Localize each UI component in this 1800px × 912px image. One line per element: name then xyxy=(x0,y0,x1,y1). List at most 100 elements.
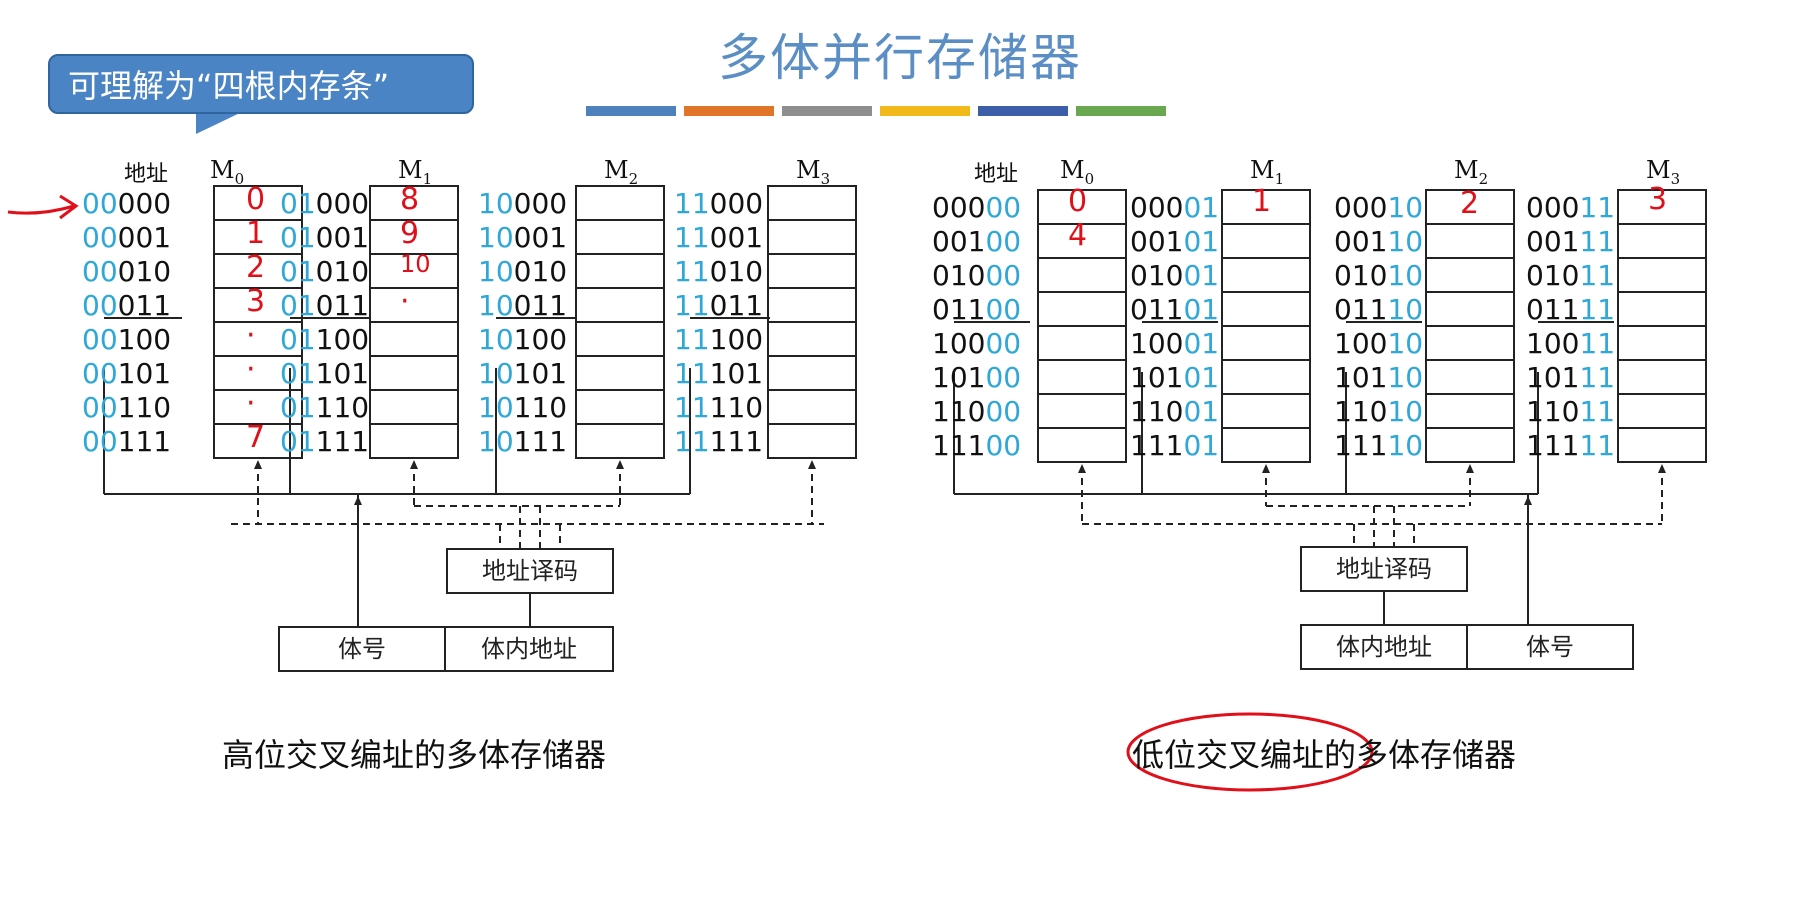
left-address-1-7: 01111 xyxy=(280,425,370,458)
left-address-0-3: 00011 xyxy=(82,289,172,322)
right-address-3-6: 11011 xyxy=(1526,395,1616,428)
left-address-3-3: 11011 xyxy=(674,289,764,322)
right-address-1-6: 11001 xyxy=(1130,395,1220,428)
right-address-2-6: 11010 xyxy=(1334,395,1424,428)
left-address-0-0: 00000 xyxy=(82,187,172,220)
right-address-0-2: 01000 xyxy=(932,259,1022,292)
right-address-1-4: 10001 xyxy=(1130,327,1220,360)
left-annotation-m0-6: · xyxy=(246,386,256,421)
right-address-1-5: 10101 xyxy=(1130,361,1220,394)
caption-highlight-circle-icon xyxy=(1126,712,1374,792)
caption-low-order: 低位交叉编址的多体存储器 xyxy=(1132,730,1516,776)
left-address-3-4: 11100 xyxy=(674,323,764,356)
left-address-1-4: 01100 xyxy=(280,323,370,356)
left-address-0-6: 00110 xyxy=(82,391,172,424)
left-address-2-7: 10111 xyxy=(478,425,568,458)
right-address-1-1: 00101 xyxy=(1130,225,1220,258)
left-bus-arrow-icon xyxy=(354,496,362,505)
color-bar-4 xyxy=(978,106,1068,116)
right-address-3-1: 00111 xyxy=(1526,225,1616,258)
right-address-2-2: 01010 xyxy=(1334,259,1424,292)
right-address-2-0: 00010 xyxy=(1334,191,1424,224)
color-bar-1 xyxy=(684,106,774,116)
left-address-3-0: 11000 xyxy=(674,187,764,220)
right-address-3-7: 11111 xyxy=(1526,429,1616,462)
left-address-3-7: 11111 xyxy=(674,425,764,458)
right-address-3-0: 00011 xyxy=(1526,191,1616,224)
right-module-label-3: M3 xyxy=(1646,156,1681,188)
right-annotation-m1-0: 1 xyxy=(1252,184,1272,219)
left-annotation-m1-1: 9 xyxy=(400,216,420,251)
left-annotation-m0-0: 0 xyxy=(246,182,266,217)
left-module-label-0: M0 xyxy=(210,156,245,188)
color-bar-0 xyxy=(586,106,676,116)
left-address-3-2: 11010 xyxy=(674,255,764,288)
color-bar-5 xyxy=(1076,106,1166,116)
left-address-2-1: 10001 xyxy=(478,221,568,254)
left-decoder-box: 地址译码 xyxy=(446,548,614,594)
left-module-label-1: M1 xyxy=(398,156,433,188)
left-annotation-m0-3: 3 xyxy=(246,284,266,319)
right-module-label-1: M1 xyxy=(1250,156,1285,188)
callout-bubble: 可理解为“四根内存条” xyxy=(48,54,474,114)
right-address-0-1: 00100 xyxy=(932,225,1022,258)
left-address-2-0: 10000 xyxy=(478,187,568,220)
left-field-offset: 体内地址 xyxy=(444,626,614,672)
left-address-0-2: 00010 xyxy=(82,255,172,288)
right-address-1-2: 01001 xyxy=(1130,259,1220,292)
right-address-2-5: 10110 xyxy=(1334,361,1424,394)
right-address-2-3: 01110 xyxy=(1334,293,1424,326)
left-select-arrow-icon-3 xyxy=(808,460,816,469)
left-address-3-1: 11001 xyxy=(674,221,764,254)
right-annotation-m3-0: 3 xyxy=(1648,182,1668,217)
right-module-label-0: M0 xyxy=(1060,156,1095,188)
left-address-3-5: 11101 xyxy=(674,357,764,390)
right-address-0-6: 11000 xyxy=(932,395,1022,428)
right-annotation-m2-0: 2 xyxy=(1460,186,1480,221)
right-address-3-5: 10111 xyxy=(1526,361,1616,394)
left-field-bank: 体号 xyxy=(278,626,446,672)
left-module-label-2: M2 xyxy=(604,156,639,188)
left-address-0-1: 00001 xyxy=(82,221,172,254)
left-annotation-m0-5: · xyxy=(246,352,256,387)
left-annotation-m0-2: 2 xyxy=(246,250,266,285)
left-address-1-3: 01011 xyxy=(280,289,370,322)
right-address-0-5: 10100 xyxy=(932,361,1022,394)
left-annotation-m1-0: 8 xyxy=(400,182,420,217)
left-select-arrow-icon-2 xyxy=(616,460,624,469)
right-module-label-2: M2 xyxy=(1454,156,1489,188)
left-address-2-3: 10011 xyxy=(478,289,568,322)
right-address-3-3: 01111 xyxy=(1526,293,1616,326)
right-annotation-m0-1: 4 xyxy=(1068,218,1088,253)
right-address-3-4: 10011 xyxy=(1526,327,1616,360)
left-address-0-4: 00100 xyxy=(82,323,172,356)
left-select-arrow-icon-0 xyxy=(254,460,262,469)
right-address-0-3: 01100 xyxy=(932,293,1022,326)
right-select-arrow-icon-3 xyxy=(1658,464,1666,473)
left-address-1-1: 01001 xyxy=(280,221,370,254)
right-select-arrow-icon-2 xyxy=(1466,464,1474,473)
right-field-bank: 体号 xyxy=(1466,624,1634,670)
left-annotation-m0-7: 7 xyxy=(246,420,266,455)
right-address-0-0: 00000 xyxy=(932,191,1022,224)
left-address-0-7: 00111 xyxy=(82,425,172,458)
left-annotation-m0-4: · xyxy=(246,318,256,353)
right-address-2-1: 00110 xyxy=(1334,225,1424,258)
left-select-arrow-icon-1 xyxy=(410,460,418,469)
right-address-3-2: 01011 xyxy=(1526,259,1616,292)
left-annotation-m1-3: · xyxy=(400,284,410,319)
color-bar-2 xyxy=(782,106,872,116)
right-select-arrow-icon-1 xyxy=(1262,464,1270,473)
left-annotation-m1-2: 10 xyxy=(400,250,431,278)
left-address-1-5: 01101 xyxy=(280,357,370,390)
left-address-1-0: 01000 xyxy=(280,187,370,220)
left-address-2-4: 10100 xyxy=(478,323,568,356)
right-field-offset: 体内地址 xyxy=(1300,624,1468,670)
right-address-2-7: 11110 xyxy=(1334,429,1424,462)
red-pointer-arrow-icon xyxy=(7,194,79,220)
right-address-1-3: 01101 xyxy=(1130,293,1220,326)
left-address-3-6: 11110 xyxy=(674,391,764,424)
slide-title: 多体并行存储器 xyxy=(718,29,1082,87)
